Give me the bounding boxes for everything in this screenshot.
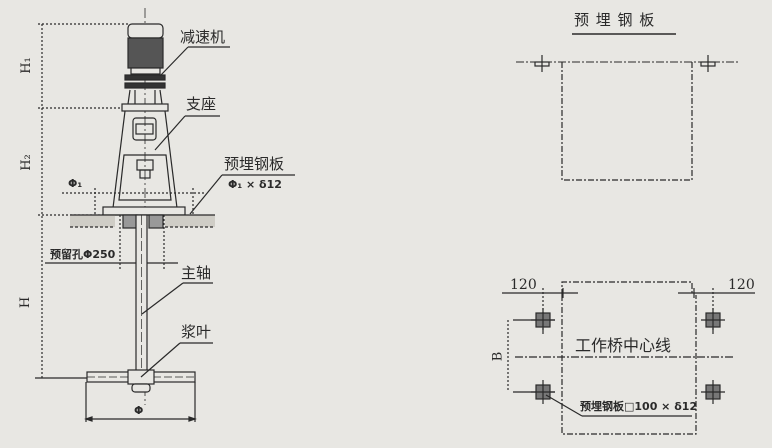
dim-h: H	[18, 296, 34, 309]
anchor-plate	[531, 380, 555, 404]
dim-b: B	[490, 351, 506, 362]
support-stand-icon	[102, 110, 186, 216]
anchor-plate	[531, 308, 555, 332]
plate-spec-bottom-label: 预埋钢板□100 × δ12	[580, 400, 698, 413]
reserved-hole-label: 预留孔Φ250	[50, 248, 116, 261]
reducer-label: 减速机	[180, 28, 226, 46]
dim-120-right: 120	[728, 277, 755, 293]
phi-label: Φ	[134, 404, 144, 417]
plate-spec-label: Φ₁ × δ12	[228, 178, 282, 191]
embedded-plate-title: 预 埋 钢 板	[574, 11, 656, 29]
anchor-plate	[701, 308, 725, 332]
dim-120-left: 120	[510, 277, 537, 293]
impeller-label: 浆叶	[181, 323, 212, 341]
dim-h2: H₂	[18, 154, 34, 171]
ground-hatch	[70, 214, 215, 229]
main-shaft-label: 主轴	[181, 264, 212, 282]
motor-icon	[121, 23, 169, 112]
centerline-label: 工作桥中心线	[575, 336, 672, 355]
impeller-icon	[86, 369, 196, 393]
dim-h1: H₁	[18, 57, 34, 74]
phi1-label: Φ₁	[68, 177, 83, 190]
support-label: 支座	[186, 95, 217, 113]
embedded-plate-label: 预埋钢板	[224, 155, 285, 173]
anchor-plate	[701, 380, 725, 404]
